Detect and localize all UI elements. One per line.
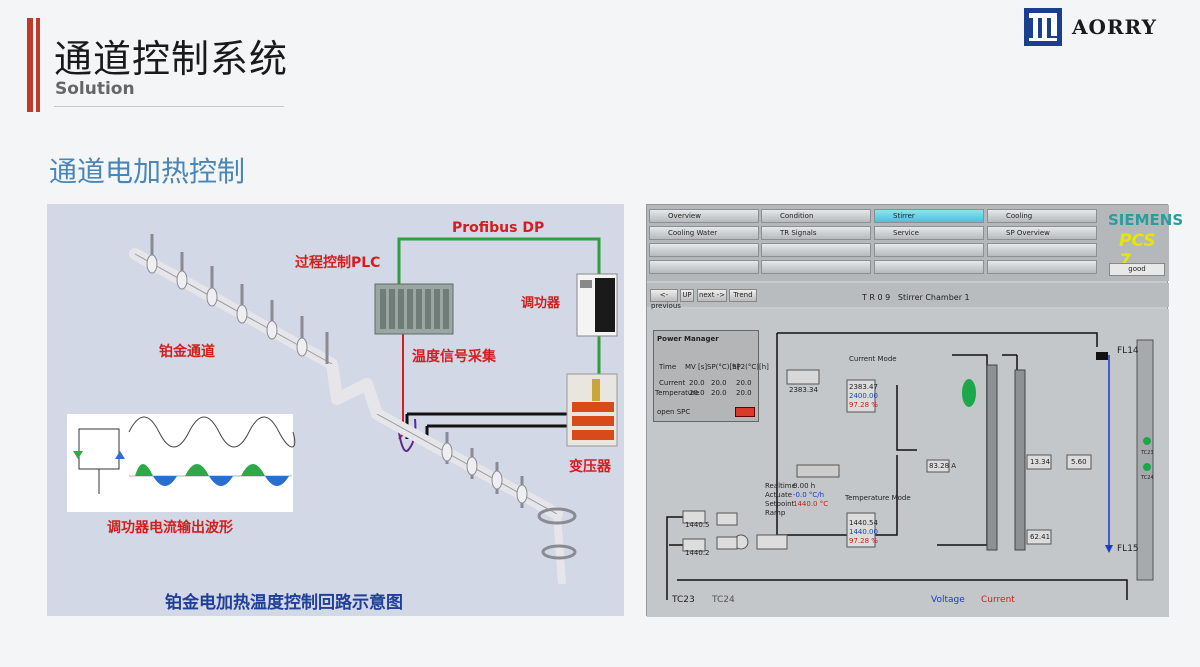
hmi-value-7: 97.28 %	[849, 537, 878, 545]
hmi-value-9: 13.34	[1030, 458, 1051, 466]
hmi-realtime-value: 0.00 h	[793, 482, 816, 490]
siemens-brand: SIEMENS	[1108, 211, 1184, 229]
pm-row-current-v2: 20.0	[711, 379, 727, 387]
hmi-legend-current: Current	[981, 595, 1015, 605]
hmi-prev-button[interactable]: <- previous	[650, 289, 681, 310]
hmi-value-11: 62.41	[1030, 533, 1051, 541]
power-manager-title: Power Manager	[657, 335, 719, 343]
hmi-mode-field[interactable]: good	[1109, 263, 1165, 276]
title-accent-bar	[27, 18, 33, 112]
hmi-trend-button[interactable]: Trend	[729, 289, 757, 302]
hmi-screen-title: T R 0 9 Stirrer Chamber 1	[862, 293, 970, 302]
pm-row-current-label: Current	[659, 379, 686, 387]
hmi-actuate-label: Actuate	[765, 491, 793, 499]
plc-label: 过程控制PLC	[295, 255, 381, 271]
pm-row-temp-v3: 20.0	[736, 389, 752, 397]
hmi-nav-empty-5[interactable]	[649, 260, 759, 274]
hmi-current-mode-label: Current Mode	[849, 355, 897, 363]
heating-schematic-panel: Profibus DP 过程控制PLC 调功器 铂金通道 温度信号采集 变压器 …	[47, 204, 624, 616]
schematic-drawing	[67, 234, 618, 585]
hmi-next-button[interactable]: next ->	[697, 289, 727, 302]
hmi-fl-top: FL14	[1117, 346, 1139, 356]
pm-row-temp-v1: 20.0	[689, 389, 705, 397]
hmi-nav-empty-3[interactable]	[874, 243, 984, 257]
title-divider	[54, 106, 284, 107]
pcs7-product: PCS 7	[1119, 231, 1156, 271]
hmi-value-6: 1440.00	[849, 528, 878, 536]
hmi-nav-empty-8[interactable]	[987, 260, 1097, 274]
hmi-value-2: 2383.47	[849, 383, 878, 391]
pm-col-sp: SP(°C)[h]	[707, 363, 740, 371]
hmi-nav-service[interactable]: Service	[874, 226, 984, 240]
waveform-label: 调功器电流输出波形	[107, 520, 233, 536]
hmi-value-12: 1440.5	[685, 521, 710, 529]
section-heading: 通道电加热控制	[49, 155, 246, 188]
hmi-nav-empty-6[interactable]	[761, 260, 871, 274]
title-accent-bar-thin	[36, 18, 40, 112]
pm-row-temp-label: Temperature	[655, 389, 700, 397]
brand-logo: AORRY	[1024, 8, 1157, 46]
hmi-value-4: 97.28 %	[849, 401, 878, 409]
hmi-ramp-label: Ramp	[765, 509, 786, 517]
hmi-nav-cooling-water[interactable]: Cooling Water	[649, 226, 759, 240]
hmi-nav-stirrer[interactable]: Stirrer	[874, 209, 984, 223]
hmi-setpoint-value: 1440.0 °C	[793, 500, 829, 508]
page-title: 通道控制系统	[54, 37, 289, 81]
pm-col-time: Time	[659, 363, 677, 371]
transformer-icon	[566, 373, 618, 447]
hmi-temperature-mode-label: Temperature Mode	[845, 494, 911, 502]
pm-row-current-v3: 20.0	[736, 379, 752, 387]
hmi-tc-right-1: TC23	[1141, 450, 1154, 456]
hmi-nav-tr-signals[interactable]: TR Signals	[761, 226, 871, 240]
hmi-process-drawing	[666, 332, 1154, 600]
pm-row-current-v1: 20.0	[689, 379, 705, 387]
hmi-actuate-value: -0.0 °C/h	[793, 491, 825, 499]
hmi-screen-panel: Overview Condition Stirrer Cooling Cooli…	[646, 204, 1183, 617]
hmi-nav-empty-1[interactable]	[649, 243, 759, 257]
channel-label: 铂金通道	[159, 344, 215, 360]
hmi-bottom-tc23: TC23	[672, 595, 695, 605]
hmi-value-3: 2400.00	[849, 392, 878, 400]
brand-name: AORRY	[1072, 15, 1157, 39]
plc-unit-icon	[374, 283, 454, 335]
page-subtitle: Solution	[55, 79, 135, 99]
waveform-chart	[67, 414, 296, 512]
hmi-nav-sp-overview[interactable]: SP Overview	[987, 226, 1097, 240]
hmi-nav-cooling[interactable]: Cooling	[987, 209, 1097, 223]
hmi-bottom-tc24: TC24	[712, 595, 735, 605]
power-controller-icon	[576, 273, 618, 337]
hmi-nav-empty-2[interactable]	[761, 243, 871, 257]
pm-col-sp2: SP2(°C)[h]	[732, 363, 769, 371]
power-manager-panel	[653, 330, 759, 422]
hmi-value-13: 1440.2	[685, 549, 710, 557]
hmi-setpoint-label: Setpoint	[765, 500, 795, 508]
power-controller-label: 调功器	[521, 296, 561, 311]
hmi-nav-empty-4[interactable]	[987, 243, 1097, 257]
hmi-nav-condition[interactable]: Condition	[761, 209, 871, 223]
hmi-realtime-label: Realtime	[765, 482, 796, 490]
hmi-tc-right-2: TC24	[1141, 475, 1154, 481]
aorry-logo-icon	[1024, 8, 1062, 46]
hmi-value-5: 1440.54	[849, 519, 878, 527]
pm-alarm-button[interactable]	[735, 407, 755, 417]
pm-col-mv: MV [s]	[685, 363, 708, 371]
hmi-legend-voltage: Voltage	[931, 595, 965, 605]
diagram-caption: 铂金电加热温度控制回路示意图	[165, 593, 403, 613]
temp-signal-label: 温度信号采集	[412, 349, 496, 365]
hmi-value-10: 5.60	[1071, 458, 1087, 466]
transformer-label: 变压器	[569, 459, 611, 475]
hmi-fl-bottom: FL15	[1117, 544, 1139, 554]
hmi-value-1: 2383.34	[789, 386, 818, 394]
pm-row-temp-v2: 20.0	[711, 389, 727, 397]
pm-open-label: open SPC	[657, 408, 691, 416]
hmi-nav-empty-7[interactable]	[874, 260, 984, 274]
hmi-value-8: 83.28 A	[929, 462, 957, 470]
hmi-nav-overview[interactable]: Overview	[649, 209, 759, 223]
hmi-up-button[interactable]: UP	[680, 289, 694, 302]
profibus-label: Profibus DP	[452, 220, 545, 236]
